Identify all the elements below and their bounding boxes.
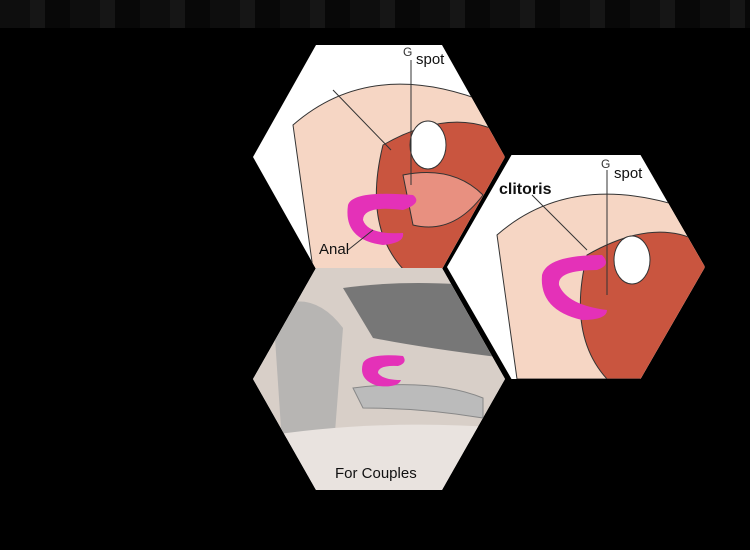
decorative-border	[0, 0, 750, 28]
caption-for-couples: For Couples	[335, 465, 417, 482]
couples-illustration	[253, 268, 505, 490]
spot-label: spot	[416, 51, 445, 68]
g-label: G	[601, 157, 611, 171]
g-label: G	[403, 45, 413, 59]
anal-label: Anal	[319, 241, 350, 258]
clitoris-label: clitoris	[499, 181, 552, 198]
panel-top-diagram: G spot Anal	[253, 45, 505, 269]
anatomy-illustration	[292, 60, 505, 269]
spot-label: spot	[614, 165, 643, 182]
panel-bottom-couples: For Couples	[253, 268, 505, 490]
